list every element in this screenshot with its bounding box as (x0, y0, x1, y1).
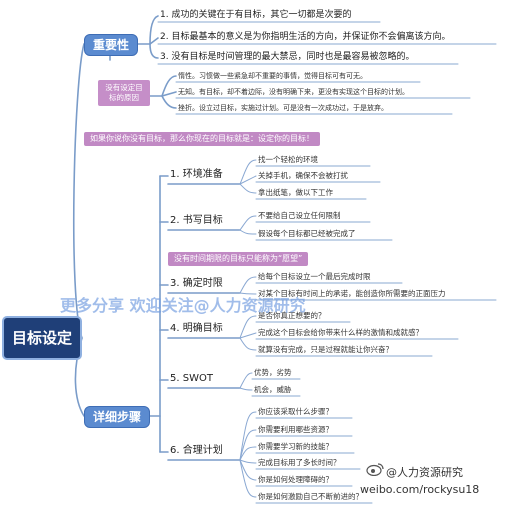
step-clarify[interactable]: 4. 明确目标 (170, 323, 223, 334)
dream-callout: 没有时间期限的目标只能称为“愿望” (168, 252, 309, 266)
leaf-item: 就算没有完成，只是过程就能让你兴奋？ (258, 345, 393, 354)
intro-callout: 如果你说你没有目标，那么你现在的目标就是：设定你的目标！ (84, 132, 320, 146)
leaf-item: 优势，劣势 (254, 368, 292, 377)
leaf-item: 找一个轻松的环境 (258, 155, 318, 164)
step-environment[interactable]: 1. 环境准备 (170, 169, 223, 180)
importance-item: 3. 没有目标是时间管理的最大禁忌，同时也是最容易被忽略的。 (160, 52, 415, 62)
leaf-item: 完成这个目标会给你带来什么样的激情和成就感？ (258, 328, 423, 337)
weibo-icon (366, 463, 384, 476)
leaf-item: 对某个目标有时间上的承诺，能创造你所需要的正面压力 (258, 289, 446, 298)
leaf-item: 给每个目标设立一个最后完成时限 (258, 272, 371, 281)
leaf-item: 拿出纸笔，做以下工作 (258, 188, 333, 197)
step-deadline[interactable]: 3. 确定时限 (170, 278, 223, 289)
weibo-account-name: @人力资源研究 (386, 466, 463, 479)
leaf-item: 是否你真正想要的？ (258, 311, 326, 320)
reason-item: 挫折。设立过目标，实施过计划。可是没有一次成功过，于是放弃。 (178, 104, 388, 112)
weibo-url[interactable]: weibo.com/rockysu18 (360, 483, 480, 496)
branch-detailed-steps[interactable]: 详细步骤 (84, 406, 151, 428)
branch-importance[interactable]: 重要性 (84, 34, 139, 56)
reason-item: 无知。有目标，却不着边际，没有明确下来，更没有实现这个目标的计划。 (178, 88, 409, 96)
leaf-item: 你是如何处理障碍的？ (258, 475, 333, 484)
importance-item: 1. 成功的关键在于有目标，其它一切都是次要的 (160, 10, 352, 20)
watermark-text: 更多分享 欢迎关注@人力资源研究 (60, 296, 306, 315)
leaf-item: 你应该采取什么步骤？ (258, 407, 333, 416)
importance-item: 2. 目标最基本的意义是为你指明生活的方向，并保证你不会偏离该方向。 (160, 32, 451, 42)
leaf-item: 假设每个目标都已经被完成了 (258, 229, 356, 238)
step-plan[interactable]: 6. 合理计划 (170, 445, 223, 456)
no-goal-reason-box[interactable]: 没有设定目标的原因 (98, 80, 150, 107)
leaf-item: 你需要利用哪些资源？ (258, 425, 333, 434)
step-write-goals[interactable]: 2. 书写目标 (170, 215, 223, 226)
root-node[interactable]: 目标设定 (2, 316, 82, 360)
leaf-item: 你是如何激励自己不断前进的？ (258, 492, 363, 501)
leaf-item: 完成目标用了多长时间？ (258, 458, 341, 467)
leaf-item: 不要给自己设立任何限制 (258, 211, 341, 220)
step-swot[interactable]: 5. SWOT (170, 373, 213, 384)
leaf-item: 关掉手机，确保不会被打扰 (258, 171, 348, 180)
leaf-item: 你需要学习新的技能？ (258, 442, 333, 451)
reason-item: 惰性。习惯做一些紧急却不重要的事情，觉得目标可有可无。 (178, 72, 367, 80)
leaf-item: 机会，威胁 (254, 385, 292, 394)
